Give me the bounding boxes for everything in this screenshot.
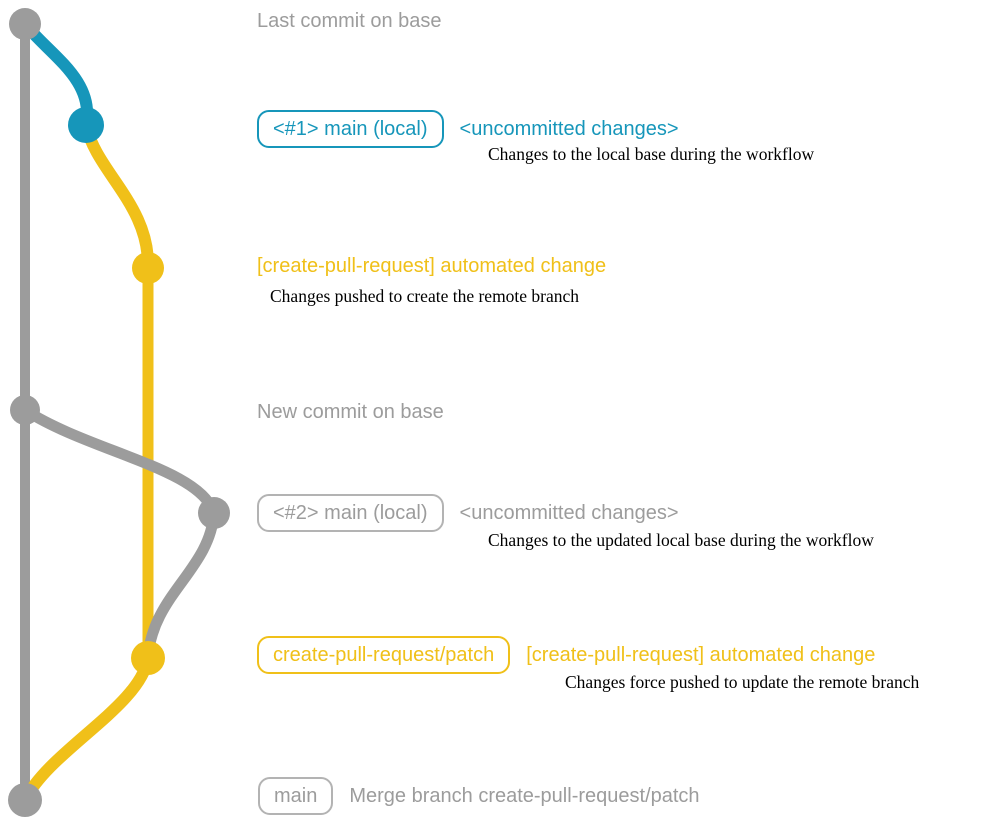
new-commit-caption: New commit on base [257,401,444,423]
branch-badge-main-local-2: <#2> main (local) [257,494,444,532]
patch-branch-create-curve [80,119,155,274]
automated-change-heading-2: [create-pull-request] automated change [526,644,876,666]
patch-merge-curve [19,652,154,806]
git-graph [8,8,230,817]
merge-commit-heading: Merge branch create-pull-request/patch [349,785,700,807]
branch-badge-patch: create-pull-request/patch [257,636,511,674]
automated-change-detail-2: Changes force pushed to update the remot… [565,672,920,692]
branch-badge-main: main [258,777,334,815]
row-main-local-2: <#2> main (local) <uncommitted changes> [257,494,679,532]
automated-change-detail-1: Changes pushed to create the remote bran… [270,286,580,306]
commit-node-automated-change-1 [132,252,164,284]
row-patch-branch: create-pull-request/patch [create-pull-r… [257,636,875,674]
local-main-to-patch-curve [142,507,220,664]
commit-node-automated-change-2 [131,641,165,675]
commit-node-merge-commit [8,783,42,817]
uncommitted-changes-heading-2: <uncommitted changes> [459,502,679,524]
commit-node-uncommitted-1 [68,107,104,143]
uncommitted-changes-detail-1: Changes to the local base during the wor… [488,144,815,164]
uncommitted-changes-heading-1: <uncommitted changes> [459,118,679,140]
base-to-local-main-curve [19,404,220,519]
branch-badge-main-local-1: <#1> main (local) [257,110,444,148]
uncommitted-changes-detail-2: Changes to the updated local base during… [488,530,874,550]
automated-change-heading-1: [create-pull-request] automated change [257,255,607,277]
row-merge-commit: main Merge branch create-pull-request/pa… [258,777,700,815]
commit-node-last-commit-on-base [9,8,41,40]
commit-node-uncommitted-2 [198,497,230,529]
last-commit-caption: Last commit on base [257,10,442,32]
row-main-local-1: <#1> main (local) <uncommitted changes> [257,110,679,148]
commit-node-new-commit-on-base [10,395,40,425]
